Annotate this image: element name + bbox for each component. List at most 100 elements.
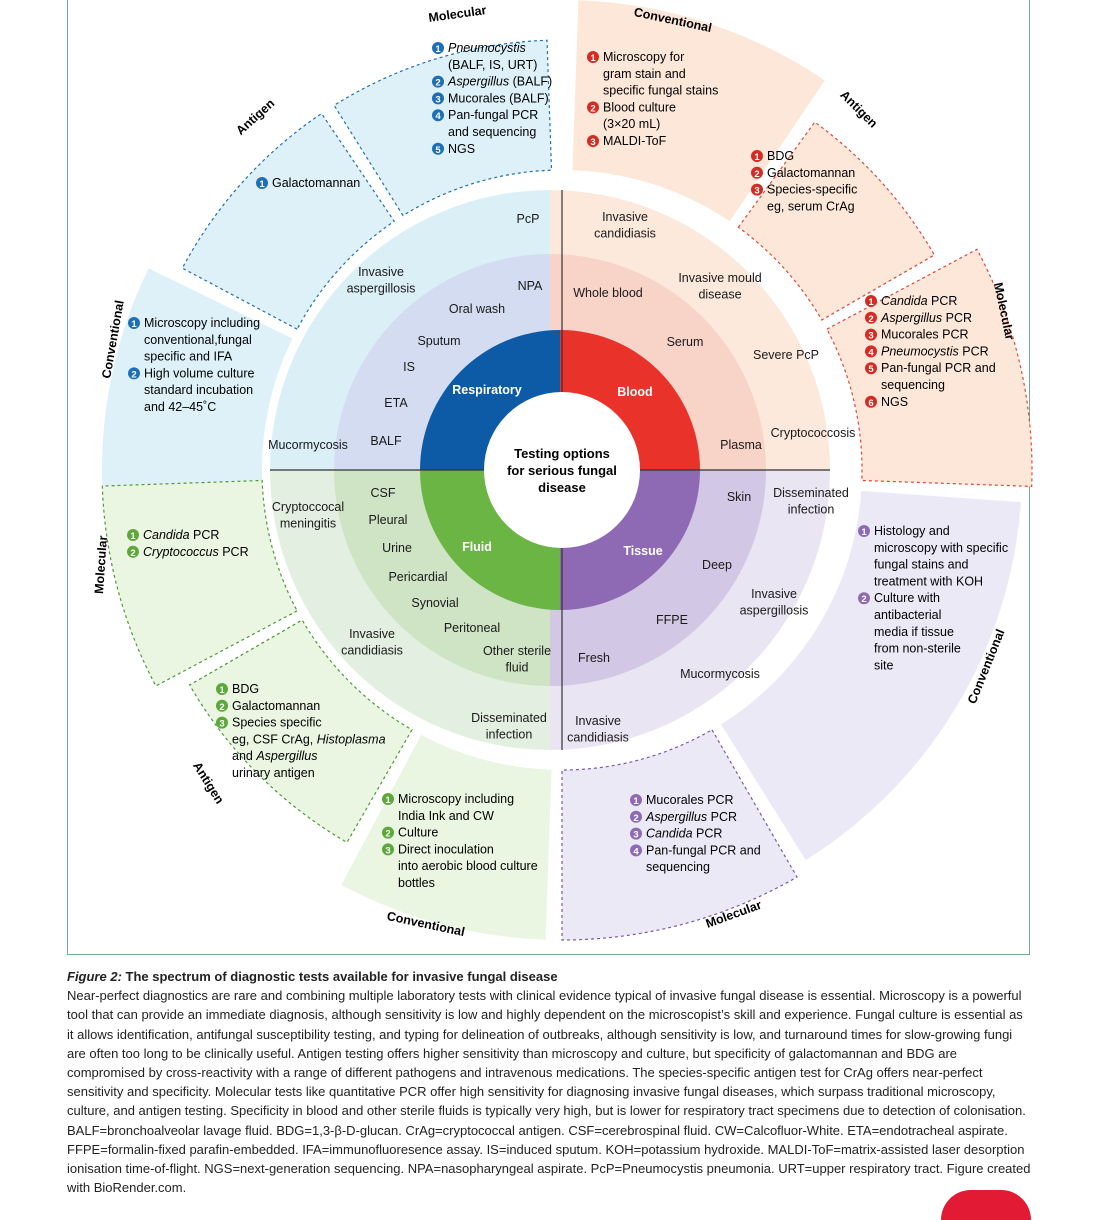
tissue-specimen-3: FFPE <box>656 613 688 627</box>
category-label-fluid-antigen: Antigen <box>190 759 227 806</box>
item-text: (3×20 mL) <box>603 117 660 131</box>
item-text: India Ink and CW <box>398 809 494 823</box>
item-number-badge <box>382 843 394 856</box>
tissue-specimen-4: Fresh <box>578 651 610 665</box>
item-text: Culture <box>398 826 438 840</box>
label-blood: Blood <box>617 385 652 399</box>
item-text: Blood culture <box>603 100 676 114</box>
item-text: Candida PCR <box>143 528 219 542</box>
respiratory-disease-1: PcP <box>517 212 540 226</box>
item-number-badge <box>865 362 877 375</box>
tissue-specimen-2: Deep <box>702 558 732 572</box>
item-number-badge <box>127 545 139 558</box>
blood-disease-2-line2: disease <box>698 288 741 302</box>
item-number-badge <box>432 75 444 88</box>
blood-molecular-item-4: 4 Pneumocystis PCR <box>865 344 989 358</box>
tissue-disease-1-line2: infection <box>788 503 835 517</box>
respiratory-disease-2-line2: aspergillosis <box>347 282 416 296</box>
item-text: Mucorales PCR <box>646 793 734 807</box>
item-number-badge <box>432 92 444 105</box>
item-text: Cryptococcus PCR <box>143 545 249 559</box>
item-number: 3 <box>633 830 638 841</box>
item-number-badge <box>865 395 877 408</box>
tissue-disease-4-line1: Invasive <box>575 714 621 728</box>
item-number: 1 <box>435 44 441 55</box>
respiratory-specimen-5: ETA <box>384 396 408 410</box>
item-text: Pneumocystis <box>448 41 526 55</box>
item-number: 2 <box>219 702 224 713</box>
blood-disease-4: Cryptococcosis <box>771 426 856 440</box>
item-text: bottles <box>398 876 435 890</box>
item-number-badge <box>216 716 228 729</box>
figure-title: The spectrum of diagnostic tests availab… <box>125 969 558 984</box>
item-text: Pan-fungal PCR <box>448 108 538 122</box>
item-number: 3 <box>868 331 873 342</box>
item-number: 4 <box>868 347 874 358</box>
item-number: 2 <box>633 813 638 824</box>
item-number: 2 <box>385 829 390 840</box>
blood-molecular-item-2: 2 Aspergillus PCR <box>865 311 972 325</box>
blood-specimen-3: Plasma <box>720 438 762 452</box>
box-blood-conventional <box>572 0 825 222</box>
blood-disease-1-line1: Invasive <box>602 210 648 224</box>
fluid-specimen-6: Peritoneal <box>444 621 500 635</box>
item-text: sequencing <box>646 860 710 874</box>
center-label-line3: disease <box>538 480 586 495</box>
item-number: 1 <box>754 152 760 163</box>
tissue-disease-1-line1: Disseminated <box>773 486 849 500</box>
item-text: Aspergillus PCR <box>880 311 972 325</box>
category-label-blood-antigen: Antigen <box>837 88 880 131</box>
item-number: 2 <box>868 314 873 325</box>
item-number-badge <box>128 367 140 380</box>
item-number: 1 <box>633 796 639 807</box>
fluid-conventional-item-2: 2 Culture <box>382 826 438 840</box>
blood-antigen-item-1: 1 BDG <box>751 149 794 163</box>
respiratory-specimen-6: BALF <box>370 434 402 448</box>
tissue-disease-2-line2: aspergillosis <box>740 604 809 618</box>
item-number-badge <box>751 183 763 196</box>
item-text: Pneumocystis PCR <box>881 344 989 358</box>
figure-label: Figure 2: <box>67 969 122 984</box>
category-label-resp-molecular: Molecular <box>428 3 488 25</box>
fluid-disease-2-line2: candidiasis <box>341 644 403 658</box>
item-number-badge <box>751 166 763 179</box>
fluid-specimen-2: Pleural <box>369 513 408 527</box>
item-text: Mucorales (BALF) <box>448 91 549 105</box>
box-blood-antigen <box>737 121 936 321</box>
item-text: Mucorales PCR <box>881 328 969 342</box>
fluid-disease-3-line2: infection <box>486 728 533 742</box>
item-text: treatment with KOH <box>874 574 983 588</box>
diagnostic-wheel-diagram: MolecularAntigenConventionalConventional… <box>92 0 1033 941</box>
respiratory-specimen-4: IS <box>403 360 415 374</box>
tissue-disease-2-line1: Invasive <box>751 587 797 601</box>
fluid-disease-1-line1: Cryptoccocal <box>272 500 344 514</box>
item-number: 2 <box>590 103 595 114</box>
item-number-badge <box>216 683 228 695</box>
respiratory-specimen-1: NPA <box>518 279 543 293</box>
item-number-badge <box>256 177 268 189</box>
item-number-badge <box>216 699 228 712</box>
item-number-badge <box>858 592 870 605</box>
item-number: 6 <box>868 398 873 409</box>
tissue-specimen-1: Skin <box>727 490 751 504</box>
tissue-molecular-item-1: 1 Mucorales PCR <box>630 793 734 807</box>
respiratory-specimen-2: Oral wash <box>449 302 505 316</box>
item-number: 2 <box>861 594 866 605</box>
blood-molecular-item-3: 3 Mucorales PCR <box>865 328 969 342</box>
item-text: BDG <box>232 682 259 696</box>
item-number-badge <box>630 794 642 806</box>
item-text: Species specific <box>232 716 322 730</box>
item-number: 1 <box>868 297 874 308</box>
item-text: BDG <box>767 149 794 163</box>
